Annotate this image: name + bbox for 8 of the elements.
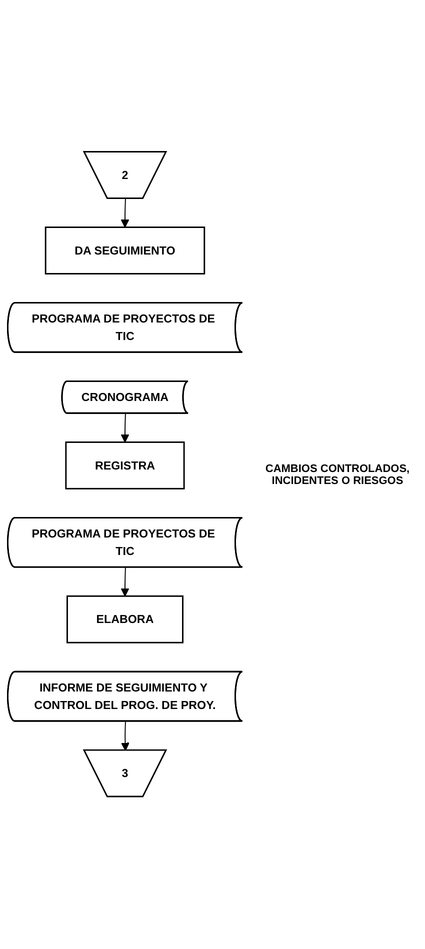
node-box: DA SEGUIMIENTO bbox=[44, 226, 206, 275]
arrow bbox=[120, 567, 130, 597]
node-box: REGISTRA bbox=[65, 442, 185, 490]
arrow bbox=[120, 721, 130, 752]
node-box: ELABORA bbox=[66, 596, 184, 644]
arrow bbox=[120, 414, 130, 443]
annotation-text: CAMBIOS CONTROLADOS, INCIDENTES O RIESGOS bbox=[264, 462, 411, 486]
arrow bbox=[120, 198, 130, 228]
